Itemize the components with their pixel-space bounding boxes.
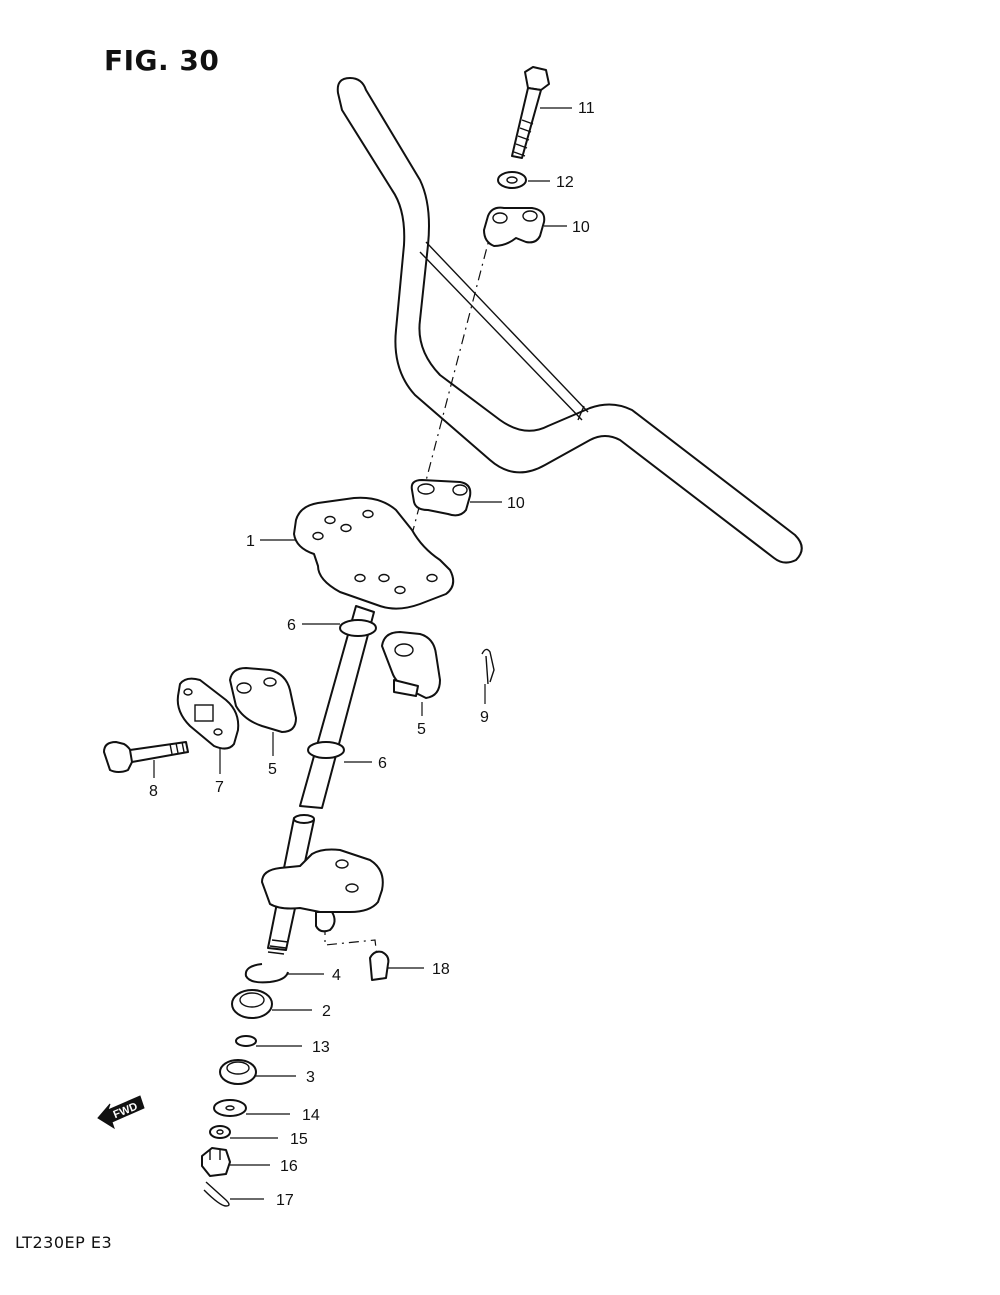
callout-3: 3 [306,1069,315,1086]
forward-direction-arrow: FWD [97,1095,145,1130]
callout-labels: 11 12 10 10 1 6 6 5 5 7 8 9 18 4 2 13 3 … [149,100,595,1209]
part-17-cotter-pin [203,1181,230,1207]
model-code: LT230EP E3 [15,1233,113,1252]
part-1-handlebar-plate [293,496,455,610]
callout-13: 13 [312,1039,330,1056]
figure-title: FIG. 30 [104,44,220,77]
callout-2: 2 [322,1003,331,1020]
part-5-shaft-holder-left [229,667,297,733]
part-13-o-ring [235,1035,257,1047]
alignment-line [397,227,493,589]
callout-14: 14 [302,1107,320,1124]
part-8-bolt [103,741,189,773]
callout-16: 16 [280,1158,298,1175]
part-4-circlip [244,963,289,984]
steering-shaft-lower [261,814,384,955]
leader-lines [153,107,572,1200]
part-3-bearing [219,1059,257,1085]
callout-5-left: 5 [268,761,277,778]
steering-shaft-upper [299,605,377,809]
callout-17: 17 [276,1192,294,1209]
part-10-handlebar-holder-upper [483,206,546,247]
part-10-handlebar-holder-lower [410,479,472,517]
part-18-grease-nipple [369,950,390,981]
callout-10-upper: 10 [572,219,590,236]
part-15-washer [209,1125,231,1139]
callout-11: 11 [578,100,595,117]
callout-4: 4 [332,967,341,984]
part-16-castle-nut [201,1147,231,1177]
part-11-bolt [511,66,550,159]
callout-5-right: 5 [417,721,426,738]
part-5-shaft-holder-right [381,631,441,699]
callout-7: 7 [215,779,224,796]
callout-10-lower: 10 [507,495,525,512]
part-9-cotter-pin [481,648,495,685]
part-14-washer [213,1099,247,1117]
callout-18: 18 [432,961,450,978]
fwd-label: FWD [112,1101,140,1122]
handlebar [336,77,803,564]
part-12-washer [497,171,527,189]
callout-9: 9 [480,709,489,726]
callout-15: 15 [290,1131,308,1148]
part-7-spacer-plate [176,677,240,750]
callout-6-lower: 6 [378,755,387,772]
callout-8: 8 [149,783,158,800]
callout-12: 12 [556,174,574,191]
callout-1: 1 [246,533,255,550]
callout-6-upper: 6 [287,617,296,634]
part-2-oil-seal [231,989,273,1019]
